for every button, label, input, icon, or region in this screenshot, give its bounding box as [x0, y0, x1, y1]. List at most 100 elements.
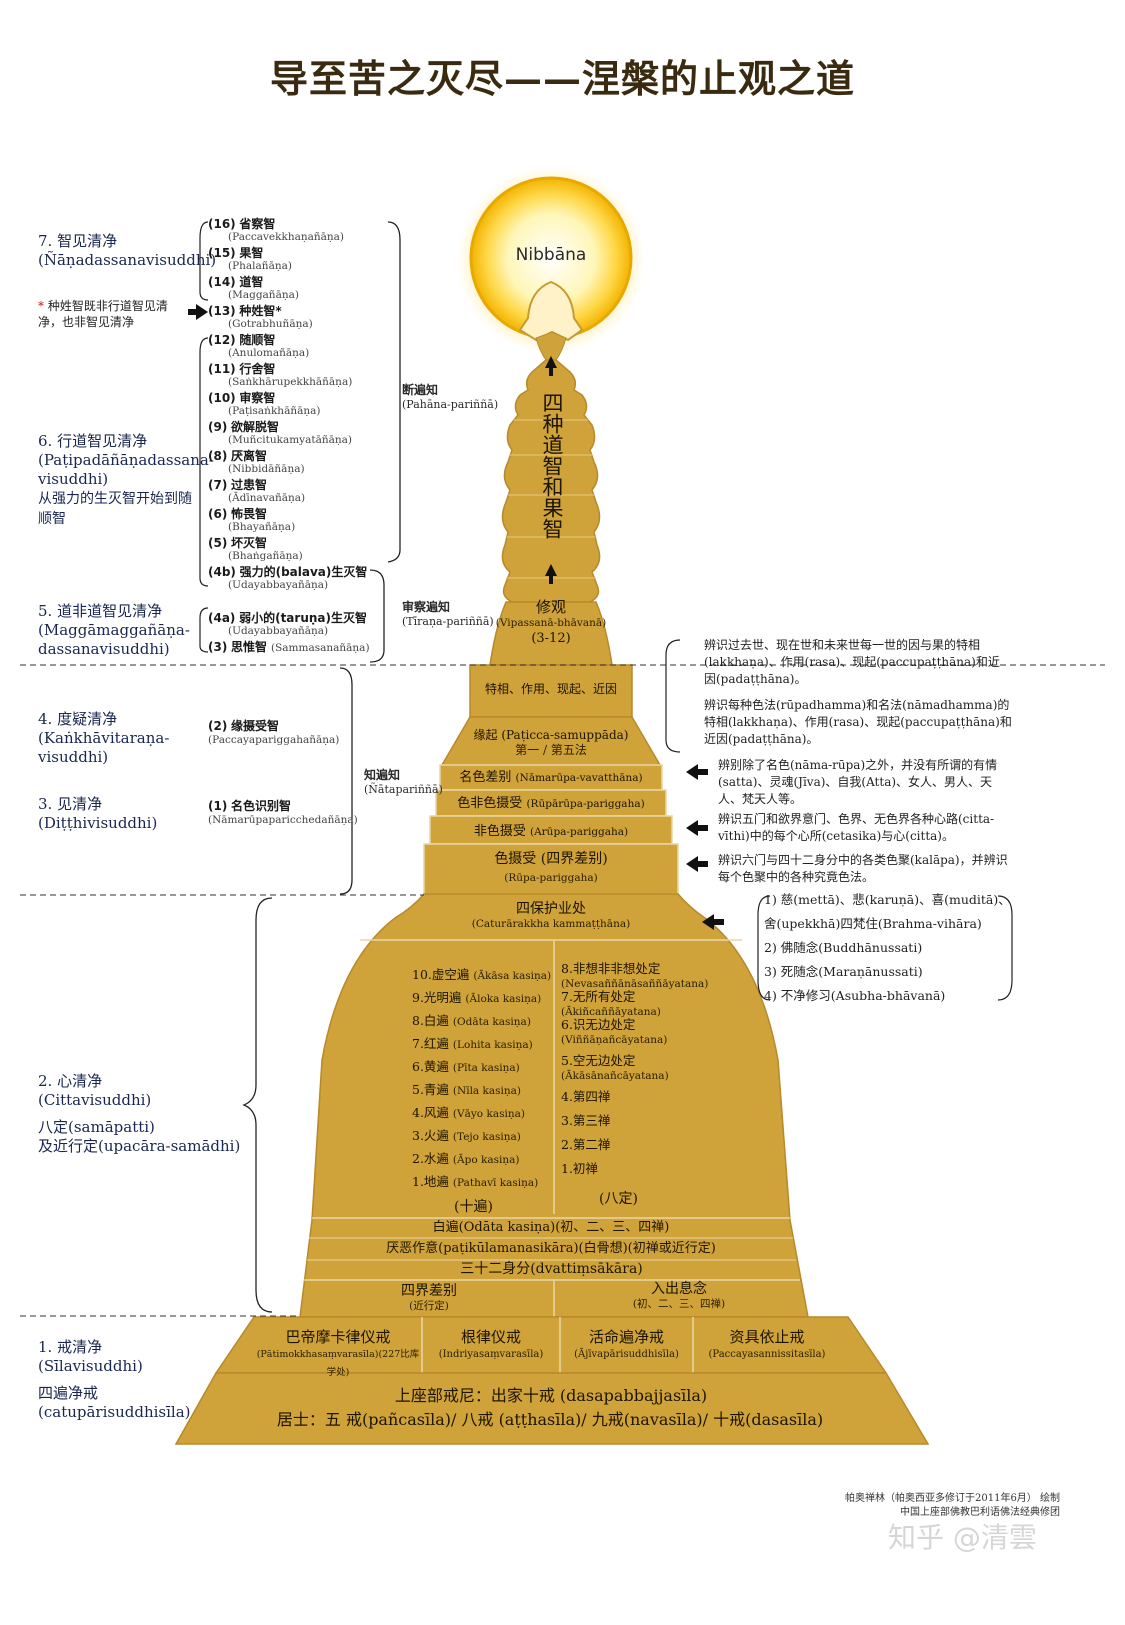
- arupa-tier: [429, 815, 673, 845]
- knowledge-9: (9) 欲解脱智(Muñcitukamyatāñāṇa): [208, 420, 352, 447]
- anapana-band: 入出息念(初、二、三、四禅): [632, 1281, 726, 1311]
- stage-2: 2. 心清净 (Cittavisuddhi) 八定(samāpatti) 及近行…: [38, 1072, 241, 1155]
- base-tier: [174, 1372, 930, 1445]
- jhana-5: 5.空无边处定(Ākāsānañcāyatana): [561, 1053, 669, 1083]
- stage-4: 4. 度疑清净 (Kaṅkhāvitaraṇa-visuddhi): [38, 710, 170, 766]
- nata-parinna: 知遍知(Ñātapariññā): [364, 768, 443, 796]
- kasina-6: 6.黄遍 (Pīta kasiṇa): [412, 1059, 520, 1074]
- knowledge-5: (5) 坏灭智(Bhaṅgañāṇa): [208, 536, 303, 563]
- kasina-label: (十遍): [454, 1199, 493, 1215]
- repulsive-band: 厌恶作意(paṭikūlamanasikāra)(白骨想)(初禅或近行定): [386, 1241, 716, 1256]
- knowledge-12: (12) 随顺智(Anulomañāṇa): [208, 333, 310, 360]
- kasina-2: 2.水遍 (Āpo kasiṇa): [412, 1151, 520, 1166]
- knowledge-15: (15) 果智(Phalañāṇa): [208, 246, 292, 273]
- left-bracket-6: [199, 337, 209, 587]
- knowledge-13: (13) 种姓智*(Gotrabhuñāṇa): [208, 304, 313, 331]
- kasina-9: 9.光明遍 (Āloka kasiṇa): [412, 990, 542, 1005]
- base-line-1: 上座部戒尼：出家十戒 (dasapabbajjasīla): [394, 1386, 708, 1405]
- arrow-up-icon-2: [545, 564, 557, 584]
- knowledge-2: (2) 缘摄受智(Paccayapariggahañāṇa): [208, 719, 340, 747]
- rupa-arupa-tier: [435, 789, 667, 817]
- marks-label: 特相、作用、现起、近因: [484, 682, 617, 696]
- gotrabhu-note: * 种姓智既非行道智见清净，也非智见清净: [38, 299, 168, 329]
- knowledge-7: (7) 过患智(Ādīnavañāṇa): [208, 478, 306, 505]
- arrow-left-icon-4: [702, 914, 724, 930]
- knowledge-6: (6) 怖畏智(Bhayañāṇa): [208, 507, 296, 534]
- right-notes-bracket: [665, 639, 681, 753]
- jhana-7: 7.无所有处定(Ākiñcaññāyatana): [561, 989, 661, 1019]
- stage-5: 5. 道非道智见清净 (Maggāmaggañāṇa-dassanavisudd…: [38, 602, 190, 658]
- jhana-1: 1.初禅: [561, 1161, 598, 1176]
- right-note-1: 辨识过去世、现在世和未来世每一世的因与果的特相(lakkhaṇa)、作用(ras…: [704, 638, 1000, 686]
- arrow-right-icon-gotrabhu: [188, 304, 208, 320]
- kasina-8: 8.白遍 (Odāta kasiṇa): [412, 1013, 531, 1028]
- right-note-2: 辨识每种色法(rūpadhamma)和名法(nāmadhamma)的特相(lak…: [704, 698, 1012, 746]
- udaya-bracket: [369, 569, 385, 663]
- knowledge-4b: (4b) 强力的(balava)生灭智(Udayabbayañāṇa): [208, 565, 368, 592]
- nata-bracket: [339, 667, 353, 895]
- four-protective-label: 四保护业处(Caturārakkha kammaṭṭhāna): [471, 901, 631, 931]
- arrow-left-icon-3: [686, 856, 708, 872]
- protective-list: 1) 慈(mettā)、悲(karuṇā)、喜(muditā)、 舍(upekk…: [764, 888, 1014, 1008]
- path-vertical-label: 四种道智和果智: [540, 392, 564, 539]
- arrow-up-icon-1: [545, 356, 557, 376]
- arrow-left-icon-1: [686, 764, 708, 780]
- paticca-label: 缘起 (Paṭicca-samuppāda)第一 / 第五法: [473, 728, 629, 757]
- stage-6: 6. 行道智见清净 (Paṭipadāñāṇadassana-visuddhi)…: [38, 432, 214, 527]
- four-elements-band: 四界差别(近行定): [401, 1283, 457, 1313]
- knowledge-10: (10) 审察智(Paṭisaṅkhāñāṇa): [208, 391, 321, 418]
- knowledge-4a: (4a) 弱小的(taruṇa)生灭智(Udayabbayañāṇa): [208, 611, 367, 638]
- jhana-6: 6.识无边处定(Viññāṇañcāyatana): [561, 1017, 668, 1047]
- arupa-label: 非色摄受 (Arūpa-pariggaha): [473, 824, 629, 839]
- finial: [518, 280, 584, 342]
- indriya-sila: 根律仪戒(Indriyasaṃvarasīla): [438, 1328, 544, 1360]
- jhana-label: (八定): [599, 1191, 638, 1207]
- knowledge-11: (11) 行舍智(Saṅkhārupekkhāñāṇa): [208, 362, 353, 389]
- jhana-4: 4.第四禅: [561, 1089, 611, 1104]
- thirty-two-band: 三十二身分(dvattiṃsākāra): [460, 1261, 643, 1277]
- jhana-8: 8.非想非非想处定(Nevasaññānāsaññāyatana): [561, 961, 709, 991]
- knowledge-list-upper: (16) 省察智(Paccavekkhaṇañāṇa) (15) 果智(Phal…: [208, 218, 388, 595]
- namarupa-tier: [439, 764, 663, 791]
- watermark: 知乎 @清雲: [888, 1521, 1037, 1554]
- kasina-3: 3.火遍 (Tejo kasiṇa): [412, 1128, 521, 1143]
- left-bracket-5: [199, 607, 209, 653]
- right-bracket-protective: [997, 895, 1013, 1001]
- knowledge-16: (16) 省察智(Paccavekkhaṇañāṇa): [208, 217, 345, 244]
- left-bracket-protective: [757, 895, 771, 1001]
- protective-4: 4) 不净修习(Asubha-bhāvanā): [764, 988, 946, 1003]
- rupa-arupa-label: 色非色摄受 (Rūpārūpa-pariggaha): [457, 796, 645, 811]
- arrow-left-icon-2: [686, 820, 708, 836]
- jhana-3: 3.第三禅: [561, 1113, 611, 1128]
- knowledge-bracket: [387, 221, 401, 563]
- kasina-4: 4.风遍 (Vāyo kasiṇa): [412, 1105, 525, 1120]
- patimokkha-sila: 巴帝摩卡律仪戒(Pātimokkhasaṃvarasīla)(227比库学处): [256, 1328, 420, 1378]
- white-kasina-band: 白遍(Odāta kasiṇa)(初、二、三、四禅): [432, 1220, 670, 1235]
- kasina-7: 7.红遍 (Lohita kasiṇa): [412, 1036, 533, 1051]
- base-line-2: 居士：五 戒(pañcasīla)/ 八戒 (aṭṭhasīla)/ 九戒(na…: [276, 1410, 824, 1429]
- jhana-2: 2.第二禅: [561, 1137, 611, 1152]
- kasina-1: 1.地遍 (Pathavī kasiṇa): [412, 1174, 539, 1189]
- spire-ridges: [506, 419, 596, 579]
- jhana-column: 8.非想非非想处定(Nevasaññānāsaññāyatana) 7.无所有处…: [561, 961, 736, 1207]
- knowledge-1: (1) 名色识别智(Nāmarūpaparicchedañāṇa): [208, 799, 358, 827]
- nibbana-label: Nibbāna: [515, 245, 587, 265]
- stage-3: 3. 见清净 (Diṭṭhivisuddhi): [38, 795, 158, 832]
- rupa-label: 色摄受 (四界差别)(Rūpa-pariggaha): [494, 851, 608, 885]
- kasina-10: 10.虚空遍 (Ākāsa kasiṇa): [412, 967, 552, 982]
- knowledge-list-lower: (4a) 弱小的(taruṇa)生灭智(Udayabbayañāṇa) (3) …: [208, 612, 388, 670]
- right-note-4: 辨识五门和欲界意门、色界、无色界各种心路(citta-vīthi)中的每个心所(…: [718, 812, 995, 843]
- namarupa-label: 名色差别 (Nāmarūpa-vavatthāna): [459, 770, 643, 785]
- right-note-3: 辨别除了名色(nāma-rūpa)之外，并没有所谓的有情(satta)、灵魂(J…: [718, 758, 998, 806]
- knowledge-8: (8) 厌离智(Nibbidāñāṇa): [208, 449, 305, 476]
- right-note-5: 辨识六门与四十二身分中的各类色聚(kalāpa)，并辨识每个色聚中的各种究竟色法…: [718, 853, 1008, 884]
- left-bracket-7: [199, 221, 209, 301]
- stage-7: 7. 智见清净 (Ñāṇadassanavisuddhi): [38, 232, 217, 269]
- protective-1b: 舍(upekkhā)四梵住(Brahma-vihāra): [764, 916, 982, 931]
- footer-credit: 帕奥禅林（帕奥西亚多修订于2011年6月） 绘制 中国上座部佛教巴利语佛法经典修…: [845, 1493, 1060, 1518]
- kasina-5: 5.青遍 (Nīla kasiṇa): [412, 1082, 522, 1097]
- stage-1: 1. 戒清净 (Sīlavisuddhi) 四遍净戒 (catupārisudd…: [38, 1338, 191, 1421]
- protective-1: 1) 慈(mettā)、悲(karuṇā)、喜(muditā)、: [764, 892, 1011, 907]
- spire-tip: [535, 331, 567, 361]
